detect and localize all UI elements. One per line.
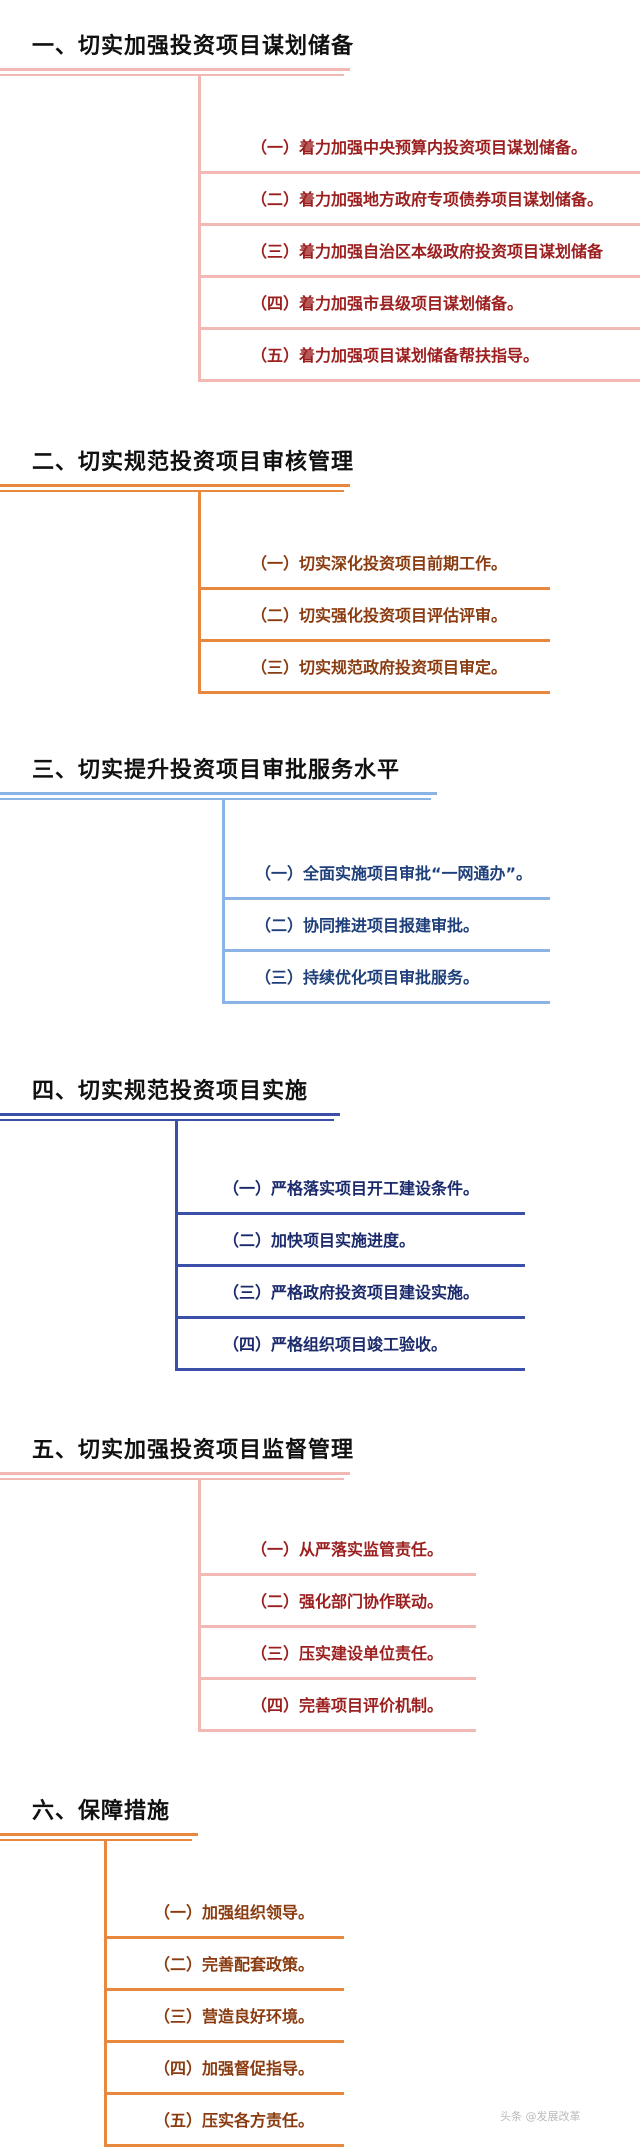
branch-item: （一）严格落实项目开工建设条件。 <box>175 1163 525 1215</box>
title-underline-inner <box>0 1839 192 1841</box>
branch-item-underline <box>198 223 640 226</box>
branch-item-underline <box>198 1625 476 1628</box>
section-title: 四、切实规范投资项目实施 <box>32 1079 309 1104</box>
branch-item: （二）切实强化投资项目评估评审。 <box>198 590 550 642</box>
branch-item-label: （三）持续优化项目审批服务。 <box>255 968 480 987</box>
branch-item-label: （一）严格落实项目开工建设条件。 <box>223 1179 480 1198</box>
branch-item: （三）着力加强自治区本级政府投资项目谋划储备 <box>198 226 640 278</box>
branch-item-label: （三）压实建设单位责任。 <box>251 1644 444 1663</box>
branch-item-label: （三）着力加强自治区本级政府投资项目谋划储备 <box>251 242 604 261</box>
branch-item-label: （四）着力加强市县级项目谋划储备。 <box>251 294 524 313</box>
branch-item-underline <box>222 1001 550 1004</box>
branch-item-underline <box>104 1988 344 1991</box>
branch-connector <box>198 1478 201 1732</box>
title-underline <box>0 68 350 71</box>
branch-item-label: （二）加快项目实施进度。 <box>223 1231 416 1250</box>
title-underline <box>0 1472 350 1475</box>
branch-connector <box>104 1839 107 2147</box>
branch-item-label: （二）着力加强地方政府专项债券项目谋划储备。 <box>251 190 604 209</box>
title-underline <box>0 484 350 487</box>
branch-item-label: （一）全面实施项目审批“一网通办”。 <box>255 864 533 883</box>
branch-item: （三）持续优化项目审批服务。 <box>222 952 550 1004</box>
branch-item: （五）着力加强项目谋划储备帮扶指导。 <box>198 330 640 382</box>
branch-item-label: （二）切实强化投资项目评估评审。 <box>251 606 508 625</box>
branch-item-underline <box>198 379 640 382</box>
branch-item: （三）营造良好环境。 <box>104 1991 344 2043</box>
branch-item: （三）压实建设单位责任。 <box>198 1628 476 1680</box>
branch-item-label: （五）着力加强项目谋划储备帮扶指导。 <box>251 346 540 365</box>
branch-item-label: （四）加强督促指导。 <box>154 2059 315 2078</box>
branch-item-label: （一）着力加强中央预算内投资项目谋划储备。 <box>251 138 588 157</box>
title-underline-inner <box>0 74 344 76</box>
branch-item-underline <box>198 587 550 590</box>
branch-item-underline <box>175 1264 525 1267</box>
branch-item: （一）着力加强中央预算内投资项目谋划储备。 <box>198 122 640 174</box>
branch-item-label: （四）完善项目评价机制。 <box>251 1696 444 1715</box>
branch-item: （一）从严落实监管责任。 <box>198 1524 476 1576</box>
section-title: 一、切实加强投资项目谋划储备 <box>32 34 355 59</box>
branch-item-label: （一）从严落实监管责任。 <box>251 1540 444 1559</box>
title-underline <box>0 1113 340 1116</box>
branch-item-label: （一）加强组织领导。 <box>154 1903 315 1922</box>
branch-item: （一）全面实施项目审批“一网通办”。 <box>222 848 550 900</box>
branch-item-underline <box>198 275 640 278</box>
branch-item: （一）切实深化投资项目前期工作。 <box>198 538 550 590</box>
branch-item: （五）压实各方责任。 <box>104 2095 344 2147</box>
branch-item-label: （二）强化部门协作联动。 <box>251 1592 444 1611</box>
branch-item-label: （二）完善配套政策。 <box>154 1955 315 1974</box>
branch-item: （二）加快项目实施进度。 <box>175 1215 525 1267</box>
branch-item-underline <box>198 1573 476 1576</box>
branch-item-label: （四）严格组织项目竣工验收。 <box>223 1335 448 1354</box>
title-underline-inner <box>0 490 344 492</box>
branch-item-label: （二）协同推进项目报建审批。 <box>255 916 480 935</box>
branch-item-underline <box>175 1316 525 1319</box>
title-underline <box>0 1833 198 1836</box>
branch-item: （四）完善项目评价机制。 <box>198 1680 476 1732</box>
section-title: 三、切实提升投资项目审批服务水平 <box>32 758 401 783</box>
branch-item: （二）着力加强地方政府专项债券项目谋划储备。 <box>198 174 640 226</box>
branch-item-underline <box>198 691 550 694</box>
branch-item-underline <box>198 171 640 174</box>
branch-item: （四）严格组织项目竣工验收。 <box>175 1319 525 1371</box>
branch-connector <box>198 74 201 382</box>
branch-item-underline <box>198 327 640 330</box>
branch-item-underline <box>198 1729 476 1732</box>
section-title: 二、切实规范投资项目审核管理 <box>32 450 355 475</box>
title-underline-inner <box>0 1119 334 1121</box>
branch-item: （二）协同推进项目报建审批。 <box>222 900 550 952</box>
branch-item: （二）强化部门协作联动。 <box>198 1576 476 1628</box>
branch-connector <box>198 490 201 694</box>
branch-item: （四）加强督促指导。 <box>104 2043 344 2095</box>
branch-item-label: （一）切实深化投资项目前期工作。 <box>251 554 508 573</box>
branch-item-underline <box>222 897 550 900</box>
branch-item-label: （三）严格政府投资项目建设实施。 <box>223 1283 480 1302</box>
section-title: 五、切实加强投资项目监督管理 <box>32 1438 355 1463</box>
branch-item: （四）着力加强市县级项目谋划储备。 <box>198 278 640 330</box>
title-underline <box>0 792 437 795</box>
watermark: 头条 @发展改革 <box>500 2110 581 2123</box>
branch-item-underline <box>198 639 550 642</box>
branch-item: （二）完善配套政策。 <box>104 1939 344 1991</box>
branch-item: （三）严格政府投资项目建设实施。 <box>175 1267 525 1319</box>
branch-item-underline <box>198 1677 476 1680</box>
branch-connector <box>175 1119 178 1371</box>
branch-item: （一）加强组织领导。 <box>104 1887 344 1939</box>
branch-item-underline <box>104 2092 344 2095</box>
branch-item: （三）切实规范政府投资项目审定。 <box>198 642 550 694</box>
branch-item-underline <box>104 1936 344 1939</box>
branch-item-label: （五）压实各方责任。 <box>154 2111 315 2130</box>
branch-item-underline <box>175 1368 525 1371</box>
branch-item-underline <box>222 949 550 952</box>
branch-connector <box>222 798 225 1004</box>
branch-item-label: （三）营造良好环境。 <box>154 2007 315 2026</box>
title-underline-inner <box>0 798 431 800</box>
branch-item-underline <box>175 1212 525 1215</box>
section-title: 六、保障措施 <box>32 1799 171 1824</box>
title-underline-inner <box>0 1478 344 1480</box>
branch-item-label: （三）切实规范政府投资项目审定。 <box>251 658 508 677</box>
branch-item-underline <box>104 2040 344 2043</box>
